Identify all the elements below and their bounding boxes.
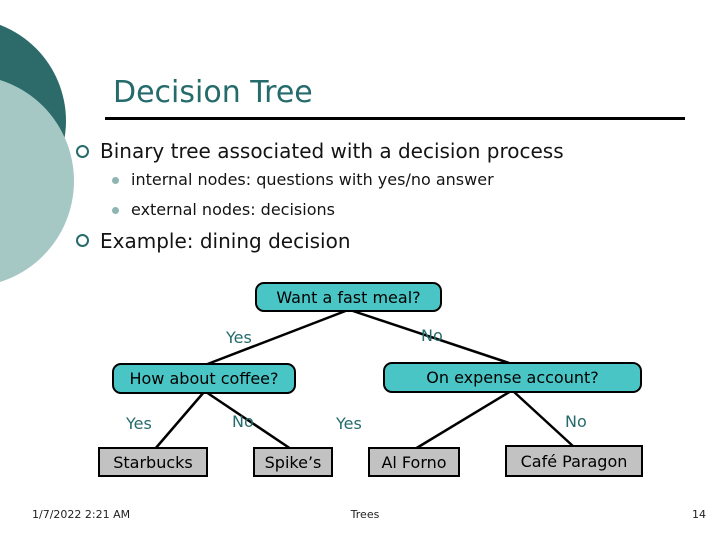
bullet-circle-icon <box>76 145 89 158</box>
bullet-text: Binary tree associated with a decision p… <box>100 139 564 163</box>
slide-title: Decision Tree <box>113 75 313 110</box>
tree-node-leaf-cafeparagon: Café Paragon <box>505 445 643 477</box>
footer-date: 1/7/2022 2:21 AM <box>32 508 131 521</box>
edge-line-root-expense <box>349 308 513 366</box>
tree-node-question-root: Want a fast meal? <box>255 282 442 312</box>
edge-line-expense-cafe <box>512 390 575 448</box>
tree-node-leaf-alforno: Al Forno <box>368 447 460 477</box>
tree-node-leaf-spikes: Spike’s <box>253 447 333 477</box>
footer-section-title: Trees <box>350 508 380 521</box>
footer-page-number: 14 <box>692 508 706 521</box>
sub-bullet-text: internal nodes: questions with yes/no an… <box>131 170 494 189</box>
edge-label-no: No <box>232 412 254 431</box>
sub-bullet-text: external nodes: decisions <box>131 200 335 219</box>
edge-label-yes: Yes <box>126 414 152 433</box>
sub-bullet-dot-icon <box>112 207 119 214</box>
sub-bullet-dot-icon <box>112 177 119 184</box>
tree-node-leaf-starbucks: Starbucks <box>98 447 208 477</box>
bullet-text: Example: dining decision <box>100 229 351 253</box>
bullet-circle-icon <box>76 234 89 247</box>
edge-label-yes: Yes <box>226 328 252 347</box>
edge-label-no: No <box>565 412 587 431</box>
edge-line-expense-alforno <box>414 389 512 451</box>
tree-node-question-coffee: How about coffee? <box>112 363 296 394</box>
tree-node-question-expense: On expense account? <box>383 362 642 393</box>
edge-line-coffee-spikes <box>205 390 292 451</box>
edge-label-no: No <box>421 326 443 345</box>
edge-line-coffee-starbucks <box>154 391 205 450</box>
title-underline <box>105 117 685 120</box>
edge-line-root-coffee <box>204 308 349 367</box>
edge-label-yes: Yes <box>336 414 362 433</box>
